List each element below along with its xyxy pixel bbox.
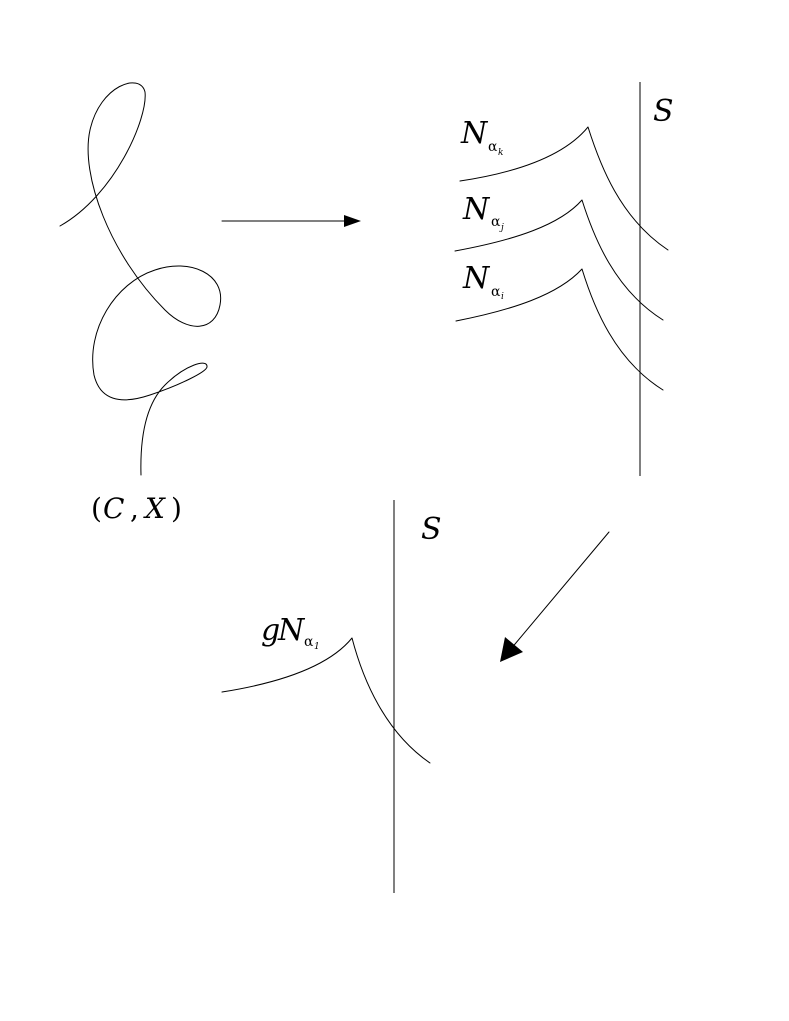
down-left-arrow-head: [500, 637, 523, 662]
curve-c: [59, 82, 222, 476]
down-left-arrow-shaft: [509, 531, 610, 651]
neighborhood-i-subsub: i: [501, 292, 504, 302]
neighborhood-i-base: N: [462, 261, 491, 296]
neighborhood-k-sub: α: [488, 139, 498, 155]
neighborhood-k-curve: [459, 126, 669, 251]
curve-pair-label: ( C , X ): [91, 492, 182, 525]
translated-neighborhood-subsub: 1: [314, 642, 320, 652]
neighborhood-k-subsub: k: [498, 148, 503, 158]
neighborhood-i-sub: α: [491, 284, 501, 300]
neighborhood-i-curve: [455, 268, 664, 391]
neighborhood-j-subsub: j: [499, 223, 504, 233]
curve-pair-close: ): [171, 492, 182, 525]
neighborhood-j-curve: [454, 199, 664, 321]
neighborhood-k-base: N: [460, 116, 489, 151]
neighborhood-j-base: N: [462, 192, 491, 227]
curve-pair-second: X: [143, 492, 166, 525]
neighborhood-k-label: N α k: [460, 116, 503, 158]
translated-neighborhood-label: g N α 1: [261, 613, 320, 652]
curve-pair-first: C: [103, 492, 124, 525]
translated-neighborhood-prefix: g: [261, 613, 280, 648]
neighborhood-i-label: N α i: [462, 261, 504, 302]
translated-neighborhood-curve: [221, 637, 431, 764]
curve-pair-sep: ,: [130, 492, 139, 525]
right-arrow-head: [344, 215, 361, 227]
translated-neighborhood-base: N: [277, 613, 306, 648]
neighborhood-j-sub: α: [491, 214, 501, 230]
translated-neighborhood-sub: α: [304, 634, 314, 650]
bottom-surface-label: S: [421, 512, 442, 547]
curve-pair-open: (: [91, 492, 102, 525]
neighborhood-j-label: N α j: [462, 192, 504, 233]
top-surface-label: S: [653, 94, 674, 129]
